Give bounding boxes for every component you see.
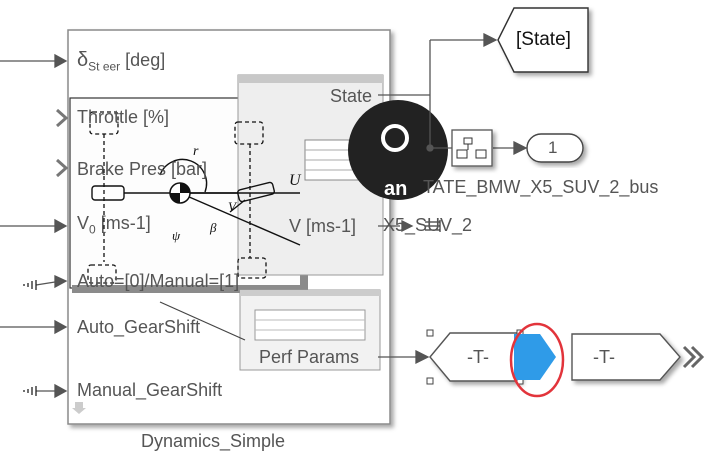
inport-manual-gearshift-label: Manual_GearShift (77, 380, 223, 400)
bus-selector-icon (425, 220, 441, 232)
inport-throttle-label: Throttle [%] (77, 107, 170, 127)
bus-name-label: TATE_BMW_X5_SUV_2_bus (423, 177, 659, 197)
down-arrow-icon (72, 402, 86, 414)
outport-1-number: 1 (548, 138, 558, 157)
goto-tag-block[interactable] (571, 333, 705, 381)
selected-output-port[interactable] (514, 334, 556, 380)
port-chevron-icon (56, 108, 69, 178)
diagram-r-label: r (193, 144, 199, 159)
diagram-psi-label: ψ (172, 228, 181, 243)
from-tag-label: -T- (467, 347, 489, 367)
inport-automanual-label: Auto=[0]/Manual=[1] (77, 271, 240, 291)
goto-tag-label: -T- (593, 347, 615, 367)
outport-state-label: State (330, 86, 373, 106)
inport-auto-gearshift-label: Auto_GearShift (77, 317, 201, 337)
logo-circle: an (348, 100, 448, 200)
diagram-v-label: V (228, 199, 238, 214)
diagram-u-label: U (289, 172, 302, 189)
inport-steer-label: δSt eer [deg] (77, 49, 166, 74)
inport-v0-label: V0 [ms-1] (77, 213, 151, 237)
perf-params-thumbnail (159, 289, 381, 371)
ground-icon (23, 280, 37, 290)
v-signal-label: X5_SUV_2 (383, 215, 473, 235)
highlight-ring (509, 322, 565, 398)
goto-state-label: [State] (516, 29, 571, 50)
inport-brake-label: Brake Pres [bar] (77, 159, 208, 179)
goto-state-block[interactable] (497, 7, 589, 73)
state-signal-lines (378, 32, 528, 365)
outport-1-block[interactable] (526, 133, 584, 163)
ground-icon (23, 386, 37, 396)
vehicle-diagram-image: r U β ψ V (69, 74, 384, 293)
bus-creator-block[interactable] (451, 129, 493, 167)
input-signal-lines (0, 53, 68, 399)
svg-text:an: an (384, 178, 407, 200)
block-name-label: Dynamics_Simple (141, 431, 286, 451)
outport-perf-params-label: Perf Params (259, 347, 360, 367)
outport-v-label: V [ms-1] (289, 216, 357, 236)
diagram-beta-label: β (209, 220, 217, 235)
